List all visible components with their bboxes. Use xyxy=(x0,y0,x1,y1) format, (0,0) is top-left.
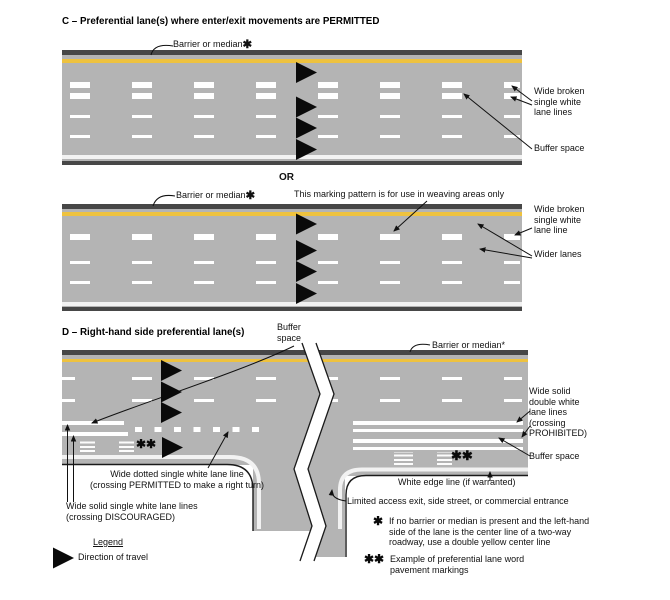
pavement-word-marking xyxy=(394,452,413,465)
barrier-label-c2: Barrier or median✱ xyxy=(176,190,256,202)
section-c-title: C – Preferential lane(s) where enter/exi… xyxy=(62,16,380,27)
wide-dotted-lane-line xyxy=(135,427,261,432)
barrier-label-c1: Barrier or median✱ xyxy=(173,39,253,51)
wide-broken-label-c2: Wide broken single white lane line xyxy=(534,204,585,235)
double-white-pair2-a xyxy=(353,439,523,443)
road-d-lane-line-2-start xyxy=(62,399,75,402)
double-white-pair2-b xyxy=(353,447,523,450)
road-c2-lane-line-1 xyxy=(70,261,520,264)
footnote2-symbol: ✱✱ xyxy=(364,552,385,566)
road-c1-wide-broken-line-a xyxy=(70,82,520,88)
side-street-lower xyxy=(313,531,345,557)
road-d-lane-line-2 xyxy=(132,399,522,402)
road-c2-lane-line-2 xyxy=(70,281,520,284)
pavement-word-marking xyxy=(119,440,134,452)
wide-broken-label-c1: Wide broken single white lane lines xyxy=(534,86,585,117)
barrier-label-d: Barrier or median* xyxy=(432,340,506,350)
wider-lanes-label: Wider lanes xyxy=(534,249,582,259)
double-white-pair1-b xyxy=(353,429,523,432)
double-white-pair1-a xyxy=(353,421,523,425)
road-c1-barrier-bottom xyxy=(62,161,522,165)
buffer-label-d: Buffer space xyxy=(529,451,580,461)
footnote1-text: If no barrier or median is present and t… xyxy=(389,516,590,547)
weaving-note: This marking pattern is for use in weavi… xyxy=(294,189,505,199)
road-d-lane-line-1-start xyxy=(62,377,75,380)
road-c1-wide-broken-line-b xyxy=(70,93,520,99)
road-c2 xyxy=(62,204,522,311)
legend-title: Legend xyxy=(93,537,124,547)
buffer-space-top-label: Buffer space xyxy=(277,322,302,343)
road-d-barrier-top xyxy=(62,350,528,355)
legend-direction-label: Direction of travel xyxy=(78,552,149,562)
barrier-star-c1: ✱ xyxy=(242,39,253,51)
wide-solid-line-upper xyxy=(62,421,124,425)
road-c1-edge-line xyxy=(62,155,522,159)
road-c2-barrier-bottom xyxy=(62,307,522,311)
road-c1-barrier-top xyxy=(62,50,522,55)
road-d-yellow-line xyxy=(62,358,528,362)
road-c1-lane-line-2 xyxy=(70,135,520,138)
or-label: OR xyxy=(279,172,294,183)
pavement-stars-right: ✱✱ xyxy=(451,448,473,463)
dotted-line-label: Wide dotted single white lane line (cros… xyxy=(89,469,265,490)
section-d-title: D – Right-hand side preferential lane(s) xyxy=(62,327,245,338)
road-d-lane-line-1 xyxy=(132,377,522,380)
road-c1-yellow-line xyxy=(62,59,522,63)
edge-line-label: White edge line (if warranted) xyxy=(398,477,516,487)
pavement-word-marking xyxy=(437,452,452,465)
buffer-label-c1: Buffer space xyxy=(534,143,585,153)
double-white-label: Wide solid double white lane lines (cros… xyxy=(529,386,588,438)
road-d-right xyxy=(322,350,528,476)
pavement-word-marking xyxy=(80,440,95,452)
pavement-stars-left: ✱✱ xyxy=(136,437,157,451)
side-street xyxy=(253,455,345,531)
wide-solid-line-lower xyxy=(62,431,128,436)
road-c2-yellow-line xyxy=(62,212,522,216)
road-c2-barrier-top xyxy=(62,204,522,209)
solid-line-label: Wide solid single white lane lines (cros… xyxy=(66,501,198,522)
footnote1-symbol: ✱ xyxy=(373,514,384,528)
road-c2-edge-line xyxy=(62,302,522,306)
road-c1 xyxy=(62,50,522,165)
barrier-star-c2: ✱ xyxy=(245,190,256,202)
road-d-left xyxy=(62,350,322,465)
road-c2-wide-broken-line xyxy=(70,234,520,240)
road-c1-lane-line-1 xyxy=(70,115,520,118)
footnote2-text: Example of preferential lane word paveme… xyxy=(390,554,525,575)
entrance-label: Limited access exit, side street, or com… xyxy=(347,496,569,506)
